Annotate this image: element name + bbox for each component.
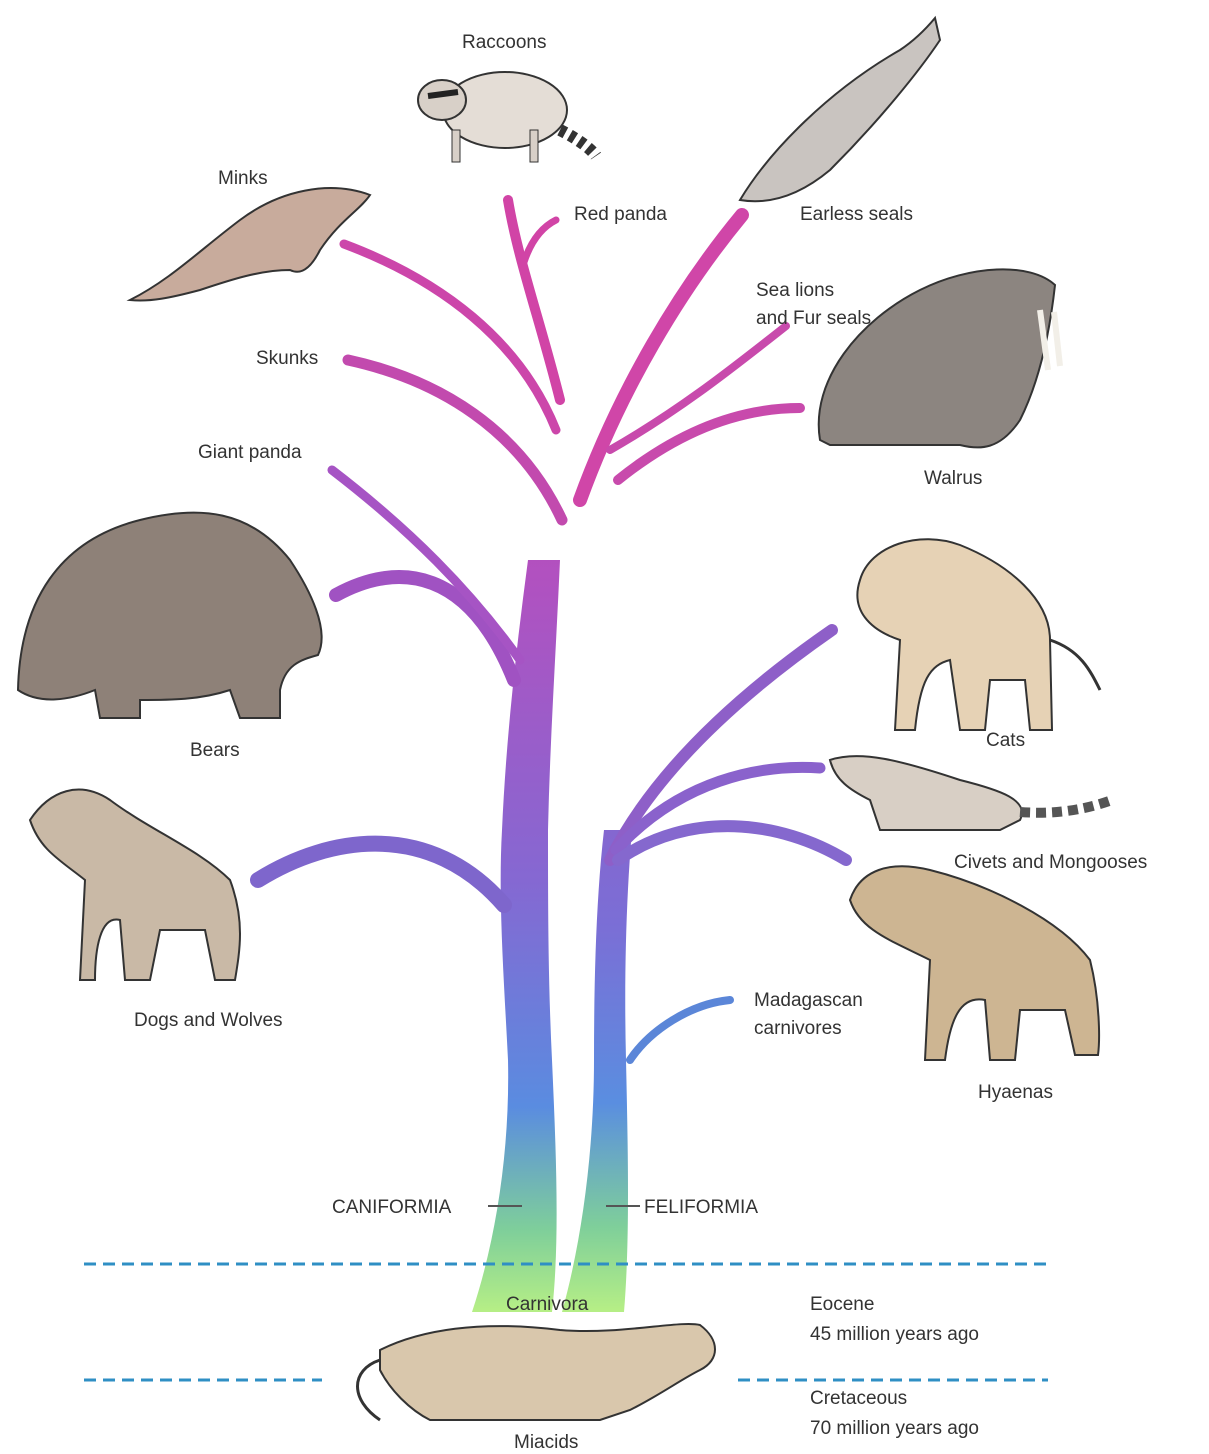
dog-illustration <box>30 790 240 980</box>
raccoon-illustration <box>418 72 596 162</box>
mink-illustration <box>130 188 370 300</box>
label-eocene: Eocene <box>810 1294 874 1315</box>
label-eocene-age: 45 million years ago <box>810 1324 979 1345</box>
label-cretaceous-age: 70 million years ago <box>810 1418 979 1439</box>
label-dogs-wolves: Dogs and Wolves <box>134 1010 283 1031</box>
label-earless-seals: Earless seals <box>800 204 913 225</box>
earless-seal-illustration <box>740 18 940 201</box>
label-madagascan-line1: Madagascan <box>754 990 863 1011</box>
label-bears: Bears <box>190 740 240 761</box>
hyaena-illustration <box>850 866 1099 1060</box>
branch-mongooses <box>618 826 846 860</box>
branch-earless-seals <box>580 215 742 500</box>
label-sea-lions-line1: Sea lions <box>756 280 834 301</box>
label-red-panda: Red panda <box>574 204 667 225</box>
label-madagascan-line2: carnivores <box>754 1018 842 1039</box>
walrus-illustration <box>819 269 1060 447</box>
branch-raccoons <box>508 200 560 400</box>
label-cretaceous: Cretaceous <box>810 1388 907 1409</box>
label-cats: Cats <box>986 730 1025 751</box>
label-hyaenas: Hyaenas <box>978 1082 1053 1103</box>
lion-illustration <box>857 539 1100 730</box>
label-feliformia: FELIFORMIA <box>644 1197 758 1218</box>
miacid-illustration <box>358 1324 716 1420</box>
label-caniformia: CANIFORMIA <box>332 1197 452 1218</box>
label-civets-mongooses: Civets and Mongooses <box>954 852 1147 873</box>
branch-bears <box>336 577 514 680</box>
label-carnivora: Carnivora <box>506 1294 589 1315</box>
label-skunks: Skunks <box>256 348 318 369</box>
branch-walrus <box>618 408 800 480</box>
civet-illustration <box>830 756 1112 830</box>
label-raccoons: Raccoons <box>462 32 547 53</box>
feliformia-trunk <box>562 830 632 1312</box>
label-walrus: Walrus <box>924 468 982 489</box>
label-sea-lions-line2: and Fur seals <box>756 308 871 329</box>
branch-red-panda <box>524 220 556 262</box>
bear-illustration <box>18 513 322 718</box>
branch-madagascan <box>630 1000 730 1060</box>
label-giant-panda: Giant panda <box>198 442 302 463</box>
label-miacids: Miacids <box>514 1432 578 1453</box>
branch-dogs-wolves <box>258 844 504 905</box>
label-minks: Minks <box>218 168 268 189</box>
